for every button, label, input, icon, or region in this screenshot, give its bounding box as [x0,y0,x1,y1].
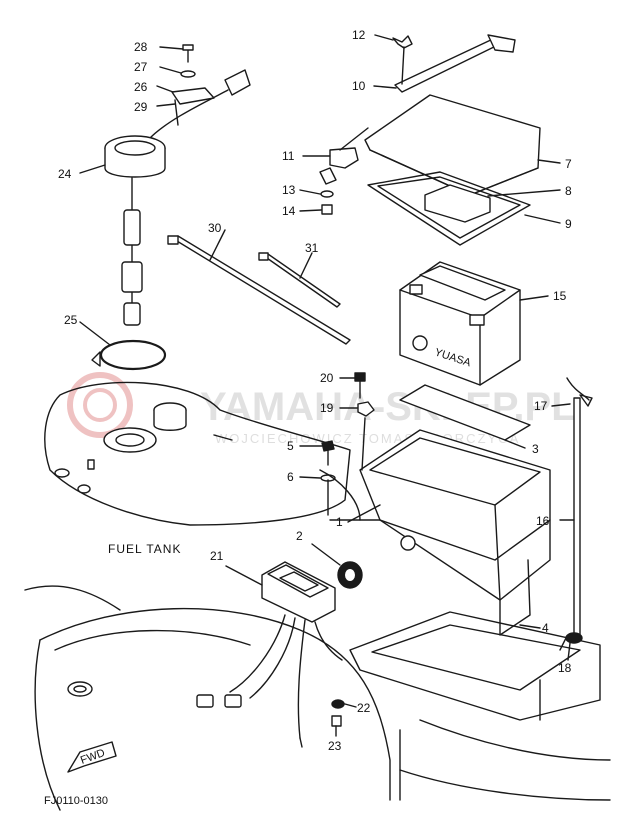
diagram-code: FJ0110-0130 [44,795,108,807]
grommet [311,543,363,589]
callout-8: 8 [565,184,572,198]
callout-7: 7 [565,157,572,171]
callout-19: 19 [320,401,334,415]
fuel-gauge [196,561,343,748]
body-outline [24,469,611,811]
watermark-subtext: WOJCIECHOWICZ TOMASZ GORCZYCA [215,431,520,446]
callout-numbers: 28 27 26 29 24 25 30 31 12 10 11 13 14 7… [58,28,572,753]
rod-and-clips [551,377,593,661]
callout-16: 16 [536,514,550,528]
callout-28: 28 [134,40,148,54]
callout-27: 27 [134,60,148,74]
fwd-arrow: FWD [67,741,117,773]
callout-17: 17 [534,399,548,413]
fuel-tank: FUEL TANK [44,381,351,556]
callout-18: 18 [558,661,572,675]
callout-29: 29 [134,100,148,114]
callout-5: 5 [287,439,294,453]
callout-1: 1 [336,515,343,529]
callout-20: 20 [320,371,334,385]
watermark-logo [67,372,133,438]
callout-10: 10 [352,79,366,93]
fuel-sender-assembly [91,44,251,371]
callout-13: 13 [282,183,296,197]
cable-ties [167,229,351,345]
battery: YUASA [399,261,549,386]
callout-6: 6 [287,470,294,484]
fasteners-lower [331,699,357,737]
callout-24: 24 [58,167,72,181]
callout-4: 4 [542,621,549,635]
callout-26: 26 [134,80,148,94]
callout-14: 14 [282,204,296,218]
callout-11: 11 [282,149,295,163]
callout-31: 31 [305,241,319,255]
battery-box [329,429,551,636]
callout-3: 3 [532,442,539,456]
callout-22: 22 [357,701,371,715]
callout-21: 21 [210,549,224,563]
callout-2: 2 [296,529,303,543]
callout-25: 25 [64,313,78,327]
leader-lines-left [79,46,184,346]
battery-pad [399,384,531,449]
callout-30: 30 [208,221,222,235]
fuel-tank-label: FUEL TANK [108,542,181,556]
callout-12: 12 [352,28,366,42]
callout-15: 15 [553,289,567,303]
callout-23: 23 [328,739,342,753]
battery-cover-assembly [299,34,561,246]
callout-9: 9 [565,217,572,231]
